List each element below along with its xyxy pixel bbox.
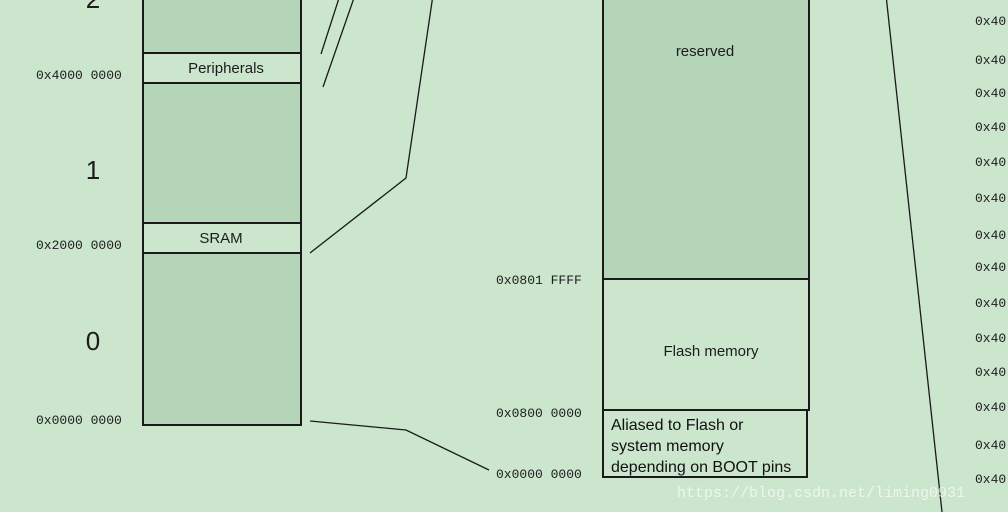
address-0x08000000: 0x0800 0000 [496, 406, 582, 421]
address-0x40000000: 0x4000 0000 [36, 68, 122, 83]
right-memory-column: reserved Flash memory 0x0801 FFFF 0x0800… [496, 0, 810, 482]
aliased-label: Aliased to Flash or system memory depend… [611, 417, 792, 476]
edge-label: 0x40 [975, 53, 1006, 68]
sram-label: SRAM [199, 230, 242, 247]
reserved-label: reserved [676, 43, 734, 60]
connector-peripherals-a [320, 0, 340, 55]
left-memory-column: Peripherals SRAM 2 1 0 0x4000 0000 0x200… [36, 0, 302, 428]
edge-label: 0x40 [975, 365, 1006, 380]
region-number-2: 2 [86, 0, 100, 14]
edge-label: 0x40 [975, 120, 1006, 135]
address-0x20000000: 0x2000 0000 [36, 238, 122, 253]
edge-address-labels: 0x40 0x40 0x40 0x40 0x40 0x40 0x40 0x40 … [975, 14, 1006, 487]
reserved-block [602, 0, 810, 280]
edge-label: 0x40 [975, 331, 1006, 346]
edge-label: 0x40 [975, 155, 1006, 170]
connector-code-region [309, 420, 490, 471]
edge-label: 0x40 [975, 296, 1006, 311]
region-number-0: 0 [86, 326, 100, 356]
address-0x00000000-left: 0x0000 0000 [36, 413, 122, 428]
connector-right [885, 0, 943, 512]
address-0x0801ffff: 0x0801 FFFF [496, 273, 582, 288]
region-1-block [142, 82, 302, 224]
edge-label: 0x40 [975, 228, 1006, 243]
peripherals-label: Peripherals [188, 60, 264, 77]
connector-lines [309, 0, 943, 512]
region-number-1: 1 [86, 155, 100, 185]
edge-label: 0x40 [975, 14, 1006, 29]
connector-sram [309, 0, 433, 254]
region-2-block [142, 0, 302, 54]
flash-memory-label: Flash memory [663, 343, 759, 360]
edge-label: 0x40 [975, 86, 1006, 101]
edge-label: 0x40 [975, 191, 1006, 206]
edge-label: 0x40 [975, 260, 1006, 275]
aliased-block [602, 409, 808, 478]
watermark: https://blog.csdn.net/liming0931 [677, 485, 965, 502]
flash-memory-block [602, 278, 810, 411]
edge-label: 0x40 [975, 472, 1006, 487]
edge-label: 0x40 [975, 438, 1006, 453]
address-0x00000000-right: 0x0000 0000 [496, 467, 582, 482]
connector-peripherals-b [322, 0, 354, 88]
edge-label: 0x40 [975, 400, 1006, 415]
region-0-block [142, 252, 302, 426]
